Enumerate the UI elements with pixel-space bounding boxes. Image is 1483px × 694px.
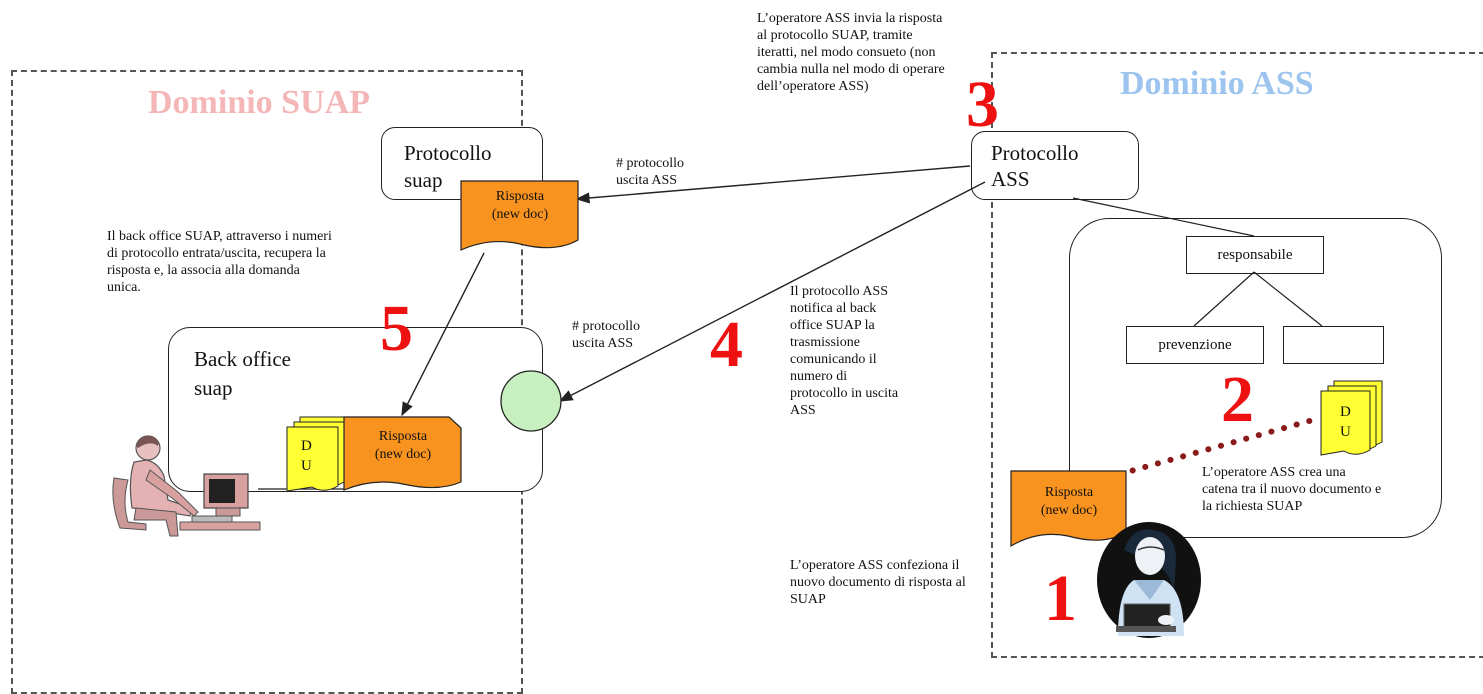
suap-backoffice-note: Il back office SUAP, attraverso i numeri… [107,229,332,295]
protocollo-ass-notify-note: Il protocollo ASS notifica al back offic… [790,284,899,418]
du-document-stack-ass: D U [1320,380,1384,456]
risposta-doc-backoffice: Risposta (new doc) [343,416,463,492]
org-node-responsabile: responsabile [1186,236,1324,274]
orange-document-icon [343,416,462,491]
ass-chain-note: L’operatore ASS crea una catena tra il n… [1202,465,1382,514]
line-protocollo-ass-to-org [1072,197,1255,237]
edge-label-protocollo-uscita-top: # protocollo uscita ASS [616,156,685,188]
backoffice-suap-label: Back office suap [194,347,291,400]
man-at-computer-icon [106,432,264,540]
yellow-document-stack-icon [286,416,351,492]
step-number-3: 3 [966,68,999,141]
arrow-risposta-to-backoffice [401,252,485,417]
risposta-doc-ass: Risposta (new doc) [1010,470,1128,548]
ass-domain-title: Dominio ASS [1120,65,1314,102]
protocollo-ass-box: Protocollo ASS [971,131,1139,200]
step-number-2: 2 [1221,363,1254,436]
org-edge-left [1193,271,1255,327]
notification-endpoint [500,370,562,432]
document-chain [1117,415,1323,477]
step-number-1: 1 [1044,562,1077,635]
arrow-protocollo-ass-to-backoffice [558,181,986,402]
edge-label-protocollo-uscita-middle: # protocollo uscita ASS [572,319,641,351]
suap-domain-title: Dominio SUAP [148,84,370,121]
yellow-document-stack-icon [1320,380,1383,456]
woman-with-laptop-icon [1094,520,1204,640]
org-node-prevenzione: prevenzione [1126,326,1264,364]
orange-document-icon [460,180,579,251]
arrow-protocollo-ass-to-suap [575,165,971,204]
ass-domain-boundary [991,52,1483,658]
du-document-stack-suap: D U [286,416,352,492]
ass-top-note: L’operatore ASS invia la risposta al pro… [757,11,945,94]
ass-bottom-note: L’operatore ASS confeziona il nuovo docu… [790,558,966,607]
risposta-doc-protocollo-suap: Risposta (new doc) [460,180,580,254]
step-number-5: 5 [380,292,413,365]
org-node-empty [1283,326,1384,364]
step-number-4: 4 [710,308,743,381]
org-edge-right [1253,271,1323,327]
